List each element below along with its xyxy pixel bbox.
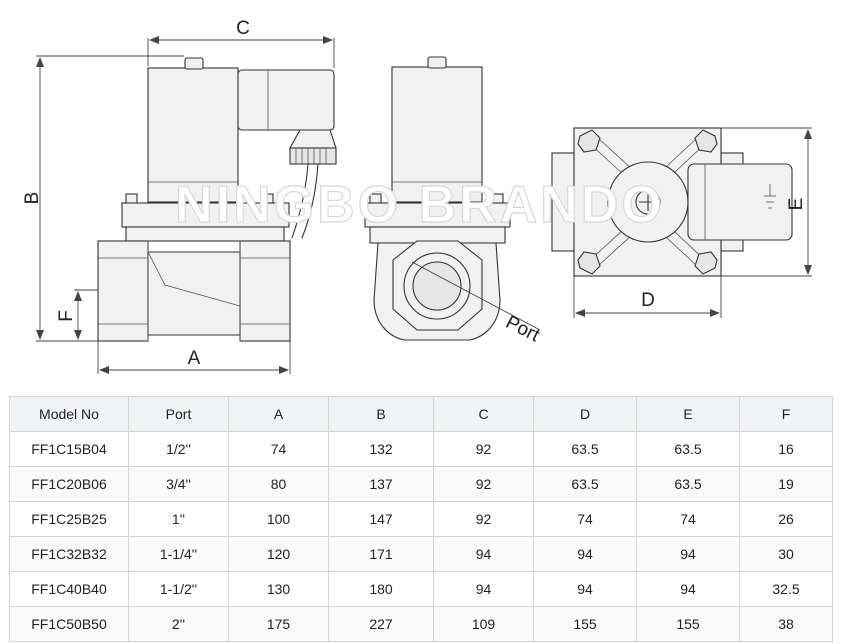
cell-f: 26 bbox=[739, 501, 833, 537]
cell-c: 92 bbox=[433, 431, 534, 467]
table-row: FF1C20B06 3/4'' 80 137 92 63.5 63.5 19 bbox=[9, 466, 833, 502]
cell-d: 94 bbox=[533, 536, 637, 572]
cell-e: 63.5 bbox=[636, 431, 740, 467]
cell-port: 1/2'' bbox=[128, 431, 229, 467]
cell-model: FF1C40B40 bbox=[9, 571, 129, 607]
header-d: D bbox=[533, 396, 637, 432]
cell-port: 2'' bbox=[128, 606, 229, 642]
cell-b: 171 bbox=[328, 536, 434, 572]
cell-f: 30 bbox=[739, 536, 833, 572]
dimension-lines-front bbox=[36, 36, 335, 374]
table-row: FF1C32B32 1-1/4'' 120 171 94 94 94 30 bbox=[9, 536, 833, 572]
cell-e: 94 bbox=[636, 571, 740, 607]
cell-e: 63.5 bbox=[636, 466, 740, 502]
cell-a: 120 bbox=[228, 536, 329, 572]
cell-model: FF1C20B06 bbox=[9, 466, 129, 502]
cell-f: 19 bbox=[739, 466, 833, 502]
cell-c: 94 bbox=[433, 536, 534, 572]
cell-b: 180 bbox=[328, 571, 434, 607]
cell-a: 100 bbox=[228, 501, 329, 537]
cell-e: 74 bbox=[636, 501, 740, 537]
dim-label-a: A bbox=[188, 348, 201, 369]
cell-f: 32.5 bbox=[739, 571, 833, 607]
front-view bbox=[97, 57, 337, 342]
cell-d: 63.5 bbox=[533, 466, 637, 502]
dim-label-port: Port bbox=[502, 312, 543, 347]
cell-model: FF1C25B25 bbox=[9, 501, 129, 537]
cell-d: 63.5 bbox=[533, 431, 637, 467]
cell-c: 109 bbox=[433, 606, 534, 642]
spec-table: Model No Port A B C D E F FF1C15B04 1/2'… bbox=[9, 396, 833, 642]
cell-f: 38 bbox=[739, 606, 833, 642]
table-header-row: Model No Port A B C D E F bbox=[9, 396, 833, 432]
dim-label-f: F bbox=[56, 310, 77, 322]
cell-a: 130 bbox=[228, 571, 329, 607]
cell-port: 1'' bbox=[128, 501, 229, 537]
header-port: Port bbox=[128, 396, 229, 432]
cell-a: 175 bbox=[228, 606, 329, 642]
cell-a: 74 bbox=[228, 431, 329, 467]
cell-c: 94 bbox=[433, 571, 534, 607]
cell-d: 94 bbox=[533, 571, 637, 607]
table-row: FF1C15B04 1/2'' 74 132 92 63.5 63.5 16 bbox=[9, 431, 833, 467]
cell-b: 147 bbox=[328, 501, 434, 537]
cell-port: 1-1/2'' bbox=[128, 571, 229, 607]
header-c: C bbox=[433, 396, 534, 432]
header-b: B bbox=[328, 396, 434, 432]
dim-label-e: E bbox=[786, 198, 807, 211]
cell-model: FF1C50B50 bbox=[9, 606, 129, 642]
cell-b: 227 bbox=[328, 606, 434, 642]
cell-d: 74 bbox=[533, 501, 637, 537]
cell-a: 80 bbox=[228, 466, 329, 502]
watermark: NINGBO BRANDO bbox=[175, 176, 665, 234]
dim-label-d: D bbox=[641, 290, 655, 311]
table-row: FF1C40B40 1-1/2'' 130 180 94 94 94 32.5 bbox=[9, 571, 833, 607]
header-model-no: Model No bbox=[9, 396, 129, 432]
dim-label-b: B bbox=[22, 192, 43, 205]
cell-port: 3/4'' bbox=[128, 466, 229, 502]
side-view bbox=[364, 56, 541, 341]
cell-c: 92 bbox=[433, 466, 534, 502]
cell-e: 94 bbox=[636, 536, 740, 572]
dim-label-c: C bbox=[236, 18, 250, 39]
cell-d: 155 bbox=[533, 606, 637, 642]
cell-b: 132 bbox=[328, 431, 434, 467]
table-row: FF1C50B50 2'' 175 227 109 155 155 38 bbox=[9, 606, 833, 642]
cell-model: FF1C15B04 bbox=[9, 431, 129, 467]
cell-model: FF1C32B32 bbox=[9, 536, 129, 572]
valve-technical-drawing: C B F A Port bbox=[22, 18, 812, 374]
table-row: FF1C25B25 1'' 100 147 92 74 74 26 bbox=[9, 501, 833, 537]
header-a: A bbox=[228, 396, 329, 432]
cell-b: 137 bbox=[328, 466, 434, 502]
top-view bbox=[551, 127, 793, 277]
cell-e: 155 bbox=[636, 606, 740, 642]
dimension-lines-top bbox=[573, 127, 812, 318]
cell-c: 92 bbox=[433, 501, 534, 537]
header-e: E bbox=[636, 396, 740, 432]
cell-f: 16 bbox=[739, 431, 833, 467]
header-f: F bbox=[739, 396, 833, 432]
cell-port: 1-1/4'' bbox=[128, 536, 229, 572]
